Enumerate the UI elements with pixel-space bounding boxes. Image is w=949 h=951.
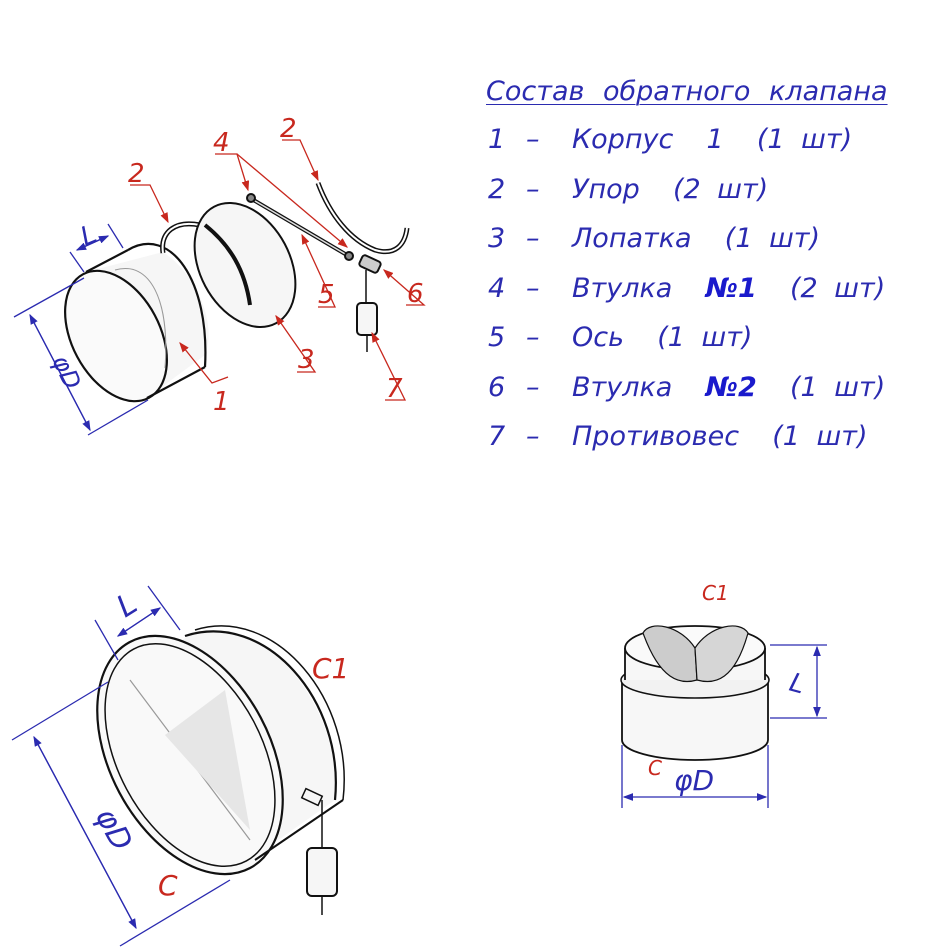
item-mark: №2: [705, 371, 757, 403]
item-name: Упор: [572, 173, 640, 205]
item-name: Ось: [572, 322, 625, 353]
item-name: Корпус: [572, 124, 674, 155]
item-dash: –: [526, 223, 540, 254]
item-qty: (1 шт): [789, 371, 886, 403]
stop-part-2b: [315, 182, 410, 254]
parts-list-title: Состав обратного клапана: [486, 76, 888, 107]
small-dim-length: L: [786, 668, 808, 701]
item-number: 7: [488, 421, 506, 452]
small-end-c: C: [648, 756, 662, 780]
assembled-small-view: L φD C C1: [620, 581, 827, 808]
item-dash: –: [526, 322, 540, 353]
parts-list-item: 2 – Упор (2 шт): [486, 165, 936, 215]
callout-7: 7: [386, 374, 403, 404]
large-end-c: C: [158, 869, 178, 902]
item-number: 6: [488, 371, 506, 403]
parts-list-item: 1 – Корпус 1 (1 шт): [486, 115, 936, 165]
large-end-c1: C1: [312, 652, 349, 685]
assembled-large-view: L φD C C1: [11, 585, 349, 947]
item-name: Лопатка: [572, 223, 692, 254]
callout-lines: [130, 139, 426, 401]
large-dim-length: L: [111, 586, 144, 625]
small-end-c1: C1: [702, 581, 729, 605]
item-qty: (1 шт): [772, 421, 868, 452]
callout-6: 6: [407, 279, 424, 309]
item-qty: (2 шт): [672, 173, 769, 205]
item-dash: –: [526, 421, 540, 452]
callout-1: 1: [213, 387, 230, 417]
item-text: Ось (1 шт): [572, 313, 752, 363]
item-dash: –: [526, 124, 540, 155]
body-part-1: [64, 243, 209, 403]
item-number: 3: [488, 223, 506, 254]
item-text: Корпус 1 (1 шт): [572, 115, 852, 165]
item-number: 2: [488, 173, 506, 205]
item-number: 5: [488, 322, 506, 353]
item-extra: 1: [706, 124, 724, 155]
item-dash: –: [526, 173, 540, 205]
parts-list: Состав обратного клапана 1 – Корпус 1 (1…: [486, 76, 936, 462]
large-counterweight: [306, 847, 338, 897]
exploded-dim-length: L: [76, 219, 101, 252]
item-name: Втулка: [572, 272, 673, 304]
parts-list-item: 6 – Втулка №2 (1 шт): [486, 363, 936, 413]
parts-list-item: 5 – Ось (1 шт): [486, 313, 936, 363]
counterweight-part-7: [356, 302, 378, 336]
parts-list-item: 7 – Противовес (1 шт): [486, 412, 936, 462]
item-qty: (2 шт): [789, 272, 886, 304]
item-dash: –: [526, 272, 540, 304]
callout-3: 3: [298, 345, 315, 375]
axle-part-5: [246, 193, 382, 352]
item-text: Лопатка (1 шт): [572, 214, 820, 264]
item-text: Втулка №2 (1 шт): [572, 363, 885, 413]
item-qty: (1 шт): [724, 223, 821, 254]
small-dim-diameter: φD: [674, 764, 714, 797]
exploded-dimensions: [13, 223, 149, 436]
callout-5: 5: [318, 280, 335, 310]
item-qty: (1 шт): [756, 124, 853, 155]
item-number: 4: [488, 272, 506, 304]
item-text: Втулка №1 (2 шт): [572, 264, 885, 314]
callout-2a: 2: [128, 159, 145, 189]
item-qty: (1 шт): [657, 322, 753, 353]
item-text: Противовес (1 шт): [572, 412, 867, 462]
parts-list-item: 4 – Втулка №1 (2 шт): [486, 264, 936, 314]
item-number: 1: [488, 124, 506, 155]
item-name: Втулка: [572, 371, 673, 403]
callout-2b: 2: [280, 114, 297, 144]
parts-list-item: 3 – Лопатка (1 шт): [486, 214, 936, 264]
callout-4: 4: [213, 128, 230, 158]
exploded-view: 1 2 2 3 4 5 6 7 L φD: [13, 114, 426, 436]
item-dash: –: [526, 371, 540, 403]
item-text: Упор (2 шт): [572, 165, 768, 215]
item-mark: №1: [705, 272, 757, 304]
item-name: Противовес: [572, 421, 740, 452]
